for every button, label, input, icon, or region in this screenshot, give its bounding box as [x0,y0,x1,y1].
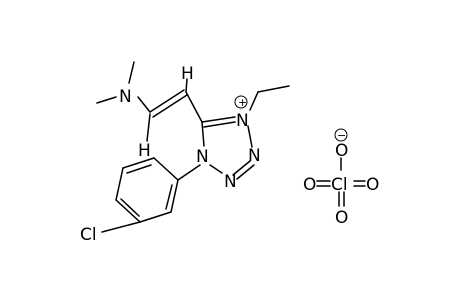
perchlorate-cl: Cl [331,175,348,195]
bond-ring-3-inner [120,198,140,217]
bond-n1-aryl [177,164,201,181]
bond-n3-n2-b [236,164,255,180]
perchlorate-o-top: O [335,141,348,161]
bond-ring-cl [101,221,141,233]
bond-ch-top [185,78,188,93]
atom-n4: N [236,111,249,131]
bond-n-vinyl [137,96,151,113]
bond-ethyl-2 [257,85,290,93]
bond-ring-1-inner [165,184,173,210]
bond-vinyl-double-a [149,89,185,113]
bond-vinyl-double-b [152,94,188,118]
perchlorate-o-right: O [366,175,379,195]
perchlorate-charge: − [337,129,346,142]
perchlorate-o-bottom: O [335,208,348,228]
bond-n-methyl-left [96,96,117,104]
bond-ring-5 [122,157,155,169]
bond-n1-c5 [201,121,205,147]
bond-ch-bottom [146,113,151,142]
bond-vinyl-c5 [185,91,203,123]
atom-cl-aryl: Cl [80,225,97,245]
perchlorate-o-left: O [303,175,316,195]
bond-n-methyl-up [128,61,135,84]
bond-c5-n4-b [203,121,236,128]
cation-charge-ring [234,95,248,109]
cation-charge: + [238,96,247,109]
bond-c5-n4-a [201,116,236,123]
bond-ring-2 [139,211,172,223]
bond-ring-1 [170,179,179,213]
bond-ring-3 [115,199,141,223]
bond-ring-6 [153,157,179,181]
bond-ring-4 [115,167,124,201]
atom-n1: N [196,147,209,167]
bond-n4-ethyl-1 [249,91,259,111]
perchlorate-anion: O − O Cl O O [303,128,379,228]
cation-bonds [96,61,290,233]
bond-n3-n2-a [232,160,251,176]
perchlorate-charge-ring [334,128,348,142]
bond-n2-n1 [209,164,223,174]
atom-n3: N [248,146,261,166]
bond-ring-5-inner [126,164,152,174]
atom-h-top: H [181,64,194,84]
bond-n4-n3 [247,125,253,148]
atom-n2: N [224,172,237,192]
atom-n-dimethyl: N [119,87,132,107]
cation-atoms: N H H N + N N N Cl [80,64,261,245]
atom-h-bottom: H [138,141,151,161]
